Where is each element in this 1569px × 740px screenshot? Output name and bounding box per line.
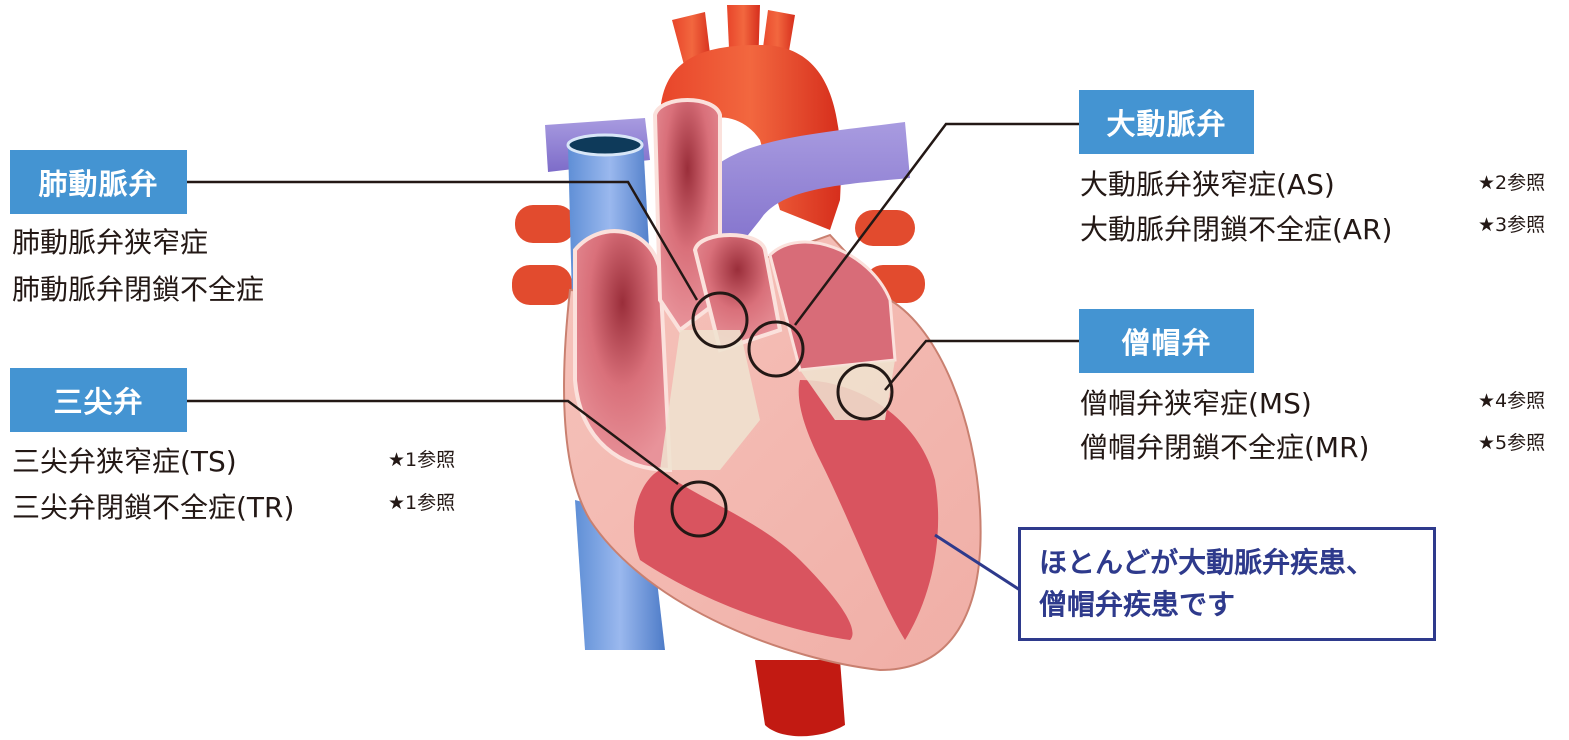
pulmonary-valve-circle	[691, 291, 749, 349]
callout-line-1: ほとんどが大動脈弁疾患、	[1039, 546, 1375, 579]
valve-circles	[670, 291, 894, 538]
pulmonary-valve-label-text: 肺動脈弁	[38, 167, 159, 201]
mitral-disease-2: 僧帽弁閉鎖不全症(MR)	[1080, 431, 1370, 464]
valve-tissue	[660, 330, 760, 470]
aortic-ref-1: ★2参照	[1478, 172, 1546, 194]
callout-pointer-line	[934, 533, 1021, 592]
aortic-valve-circle	[747, 320, 805, 378]
leader-aortic	[794, 122, 1080, 326]
descending-aorta	[755, 660, 845, 737]
leader-lines	[186, 122, 1080, 485]
aorta-root	[692, 233, 783, 353]
leader-tricuspid	[186, 399, 679, 485]
mitral-ref-2: ★5参照	[1478, 432, 1546, 454]
tricuspid-ref-1: ★1参照	[388, 449, 456, 471]
tricuspid-valve-label-text: 三尖弁	[53, 385, 144, 419]
mitral-valve-label: 僧帽弁	[1079, 309, 1254, 373]
aortic-disease-2: 大動脈弁閉鎖不全症(AR)	[1080, 213, 1393, 246]
pulmonary-valve-label: 肺動脈弁	[10, 150, 187, 214]
pulmonary-disease-1: 肺動脈弁狭窄症	[12, 226, 209, 259]
mitral-valve-circle	[836, 363, 894, 421]
tricuspid-valve-label: 三尖弁	[10, 368, 187, 432]
leader-mitral	[884, 339, 1080, 391]
mitral-tissue	[800, 360, 895, 420]
mitral-disease-1: 僧帽弁狭窄症(MS)	[1080, 387, 1312, 420]
tricuspid-valve-circle	[670, 480, 728, 538]
leader-pulmonary	[186, 180, 699, 301]
tricuspid-disease-2: 三尖弁閉鎖不全症(TR)	[12, 491, 295, 524]
mitral-valve-label-text: 僧帽弁	[1121, 326, 1212, 360]
aortic-ref-2: ★3参照	[1478, 214, 1546, 236]
callout-line-2: 僧帽弁疾患です	[1039, 588, 1236, 621]
left-ventricle	[798, 380, 939, 640]
mitral-ref-1: ★4参照	[1478, 390, 1546, 412]
aortic-valve-label: 大動脈弁	[1079, 90, 1254, 154]
callout-box: ほとんどが大動脈弁疾患、 僧帽弁疾患です	[1018, 527, 1436, 641]
pulmonary-artery-right	[705, 122, 910, 270]
right-ventricle	[633, 470, 853, 640]
pulmonary-disease-2: 肺動脈弁閉鎖不全症	[12, 273, 265, 306]
tricuspid-ref-2: ★1参照	[388, 492, 456, 514]
aortic-disease-1: 大動脈弁狭窄症(AS)	[1080, 168, 1335, 201]
aortic-valve-label-text: 大動脈弁	[1106, 107, 1227, 141]
tricuspid-disease-1: 三尖弁狭窄症(TS)	[12, 445, 237, 478]
